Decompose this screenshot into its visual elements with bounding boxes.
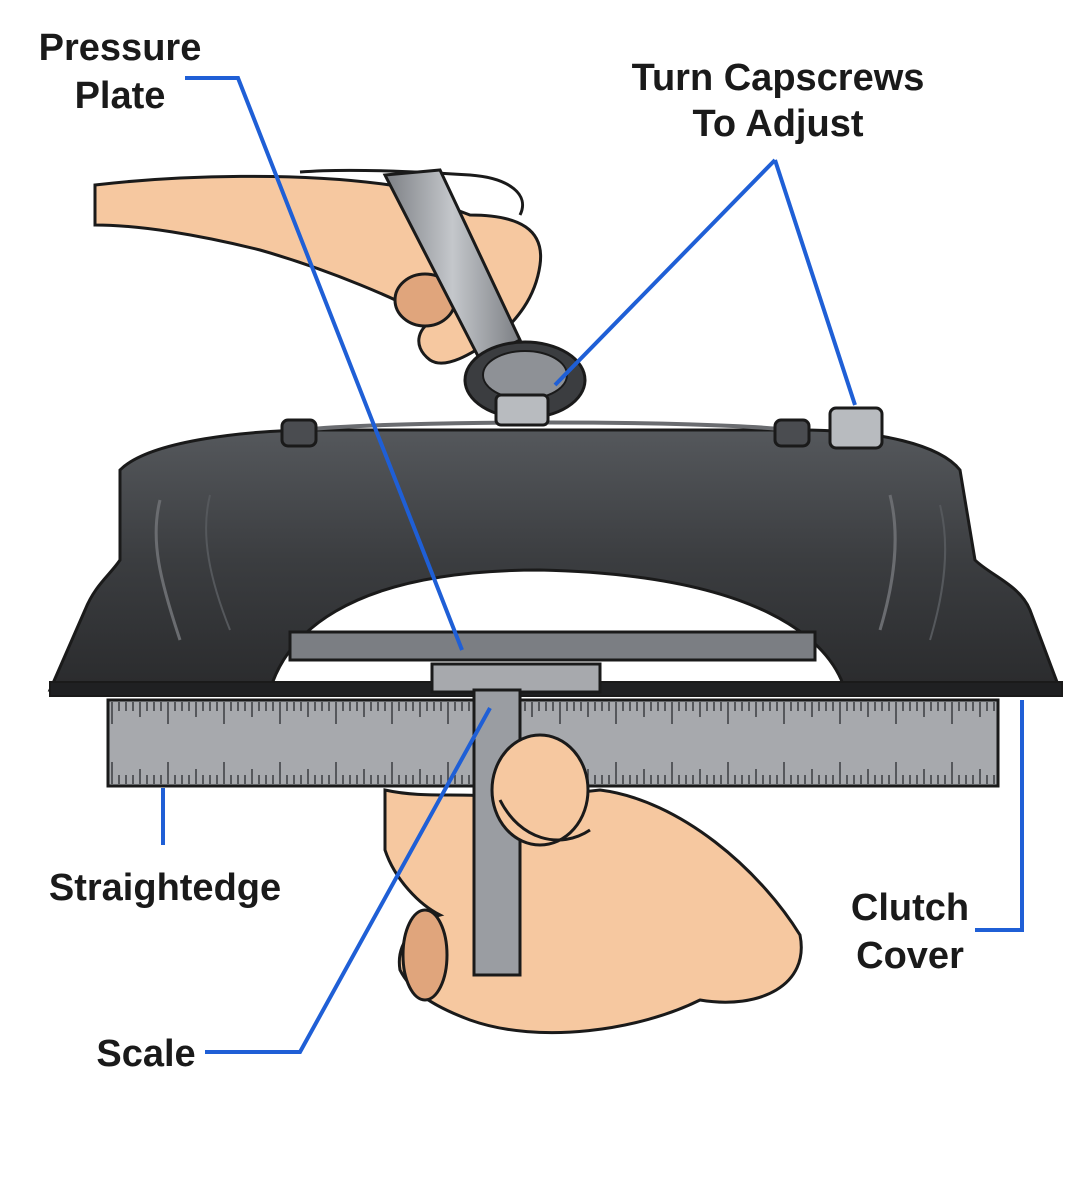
label-clutch-cover-line1: Clutch	[851, 887, 969, 929]
capscrews	[280, 393, 884, 450]
leader-lines	[161, 76, 1024, 1054]
label-clutch-cover-line2: Cover	[856, 935, 964, 977]
label-capscrews-line1: Turn Capscrews	[632, 57, 925, 99]
capscrews-leader-left	[553, 158, 777, 387]
ruler-ticks	[111, 702, 995, 784]
pressure-plate-leader	[185, 76, 464, 651]
label-straightedge: Straightedge	[49, 867, 281, 909]
label-capscrews-line2: To Adjust	[693, 103, 864, 145]
scale-leader	[205, 707, 492, 1054]
label-pressure-plate-line1: Pressure	[39, 27, 202, 69]
pressure-plate	[288, 630, 817, 694]
label-pressure-plate-line2: Plate	[75, 75, 166, 117]
labels: Pressure Plate Turn Capscrews To Adjust …	[39, 27, 969, 1075]
scale	[472, 688, 591, 977]
label-scale: Scale	[96, 1033, 195, 1075]
clutch-cover-leader	[975, 700, 1024, 932]
lower-hand	[383, 788, 803, 1035]
capscrews-leader-right	[773, 159, 857, 406]
